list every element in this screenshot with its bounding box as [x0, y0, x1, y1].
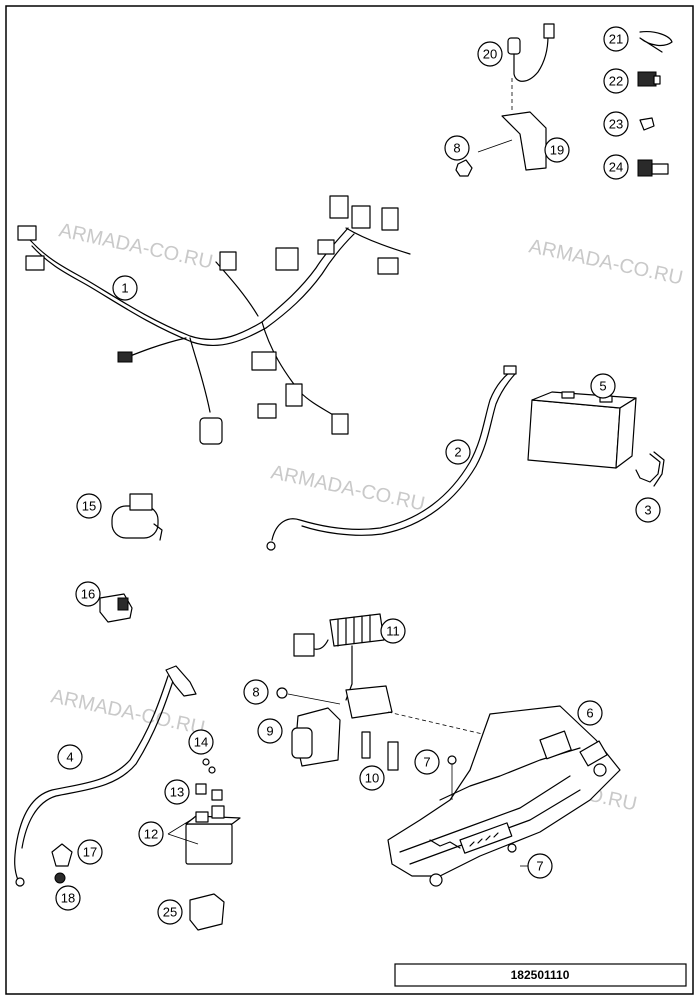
callout-label: 7 — [536, 859, 543, 874]
callout-label: 23 — [609, 117, 623, 132]
watermark-top-left: ARMADA-CO.RU — [57, 219, 215, 273]
callout-label: 20 — [483, 47, 497, 62]
cable-3-drawing — [635, 451, 665, 487]
callout-label: 17 — [83, 845, 97, 860]
callout-15: 15 — [76, 493, 102, 519]
callout-label: 11 — [386, 624, 400, 639]
callout-25: 25 — [157, 899, 183, 925]
callout-5: 5 — [590, 373, 616, 399]
wiring-harness-drawing — [17, 195, 411, 445]
callout-label: 12 — [144, 827, 158, 842]
callout-label: 16 — [81, 587, 95, 602]
callout-label: 8 — [252, 685, 259, 700]
callout-17: 17 — [77, 839, 103, 865]
callout-21: 21 — [603, 26, 629, 52]
callout-2: 2 — [445, 439, 471, 465]
callout-label: 9 — [266, 724, 273, 739]
callout-label: 1 — [121, 281, 128, 296]
callout-label: 7 — [423, 755, 430, 770]
callout-23: 23 — [603, 111, 629, 137]
callout-7b: 7 — [527, 853, 553, 879]
small-parts-17-18-drawing — [51, 843, 73, 884]
callout-label: 10 — [365, 771, 379, 786]
callout-12: 12 — [138, 821, 164, 847]
callout-label: 24 — [609, 160, 623, 175]
callout-label: 6 — [586, 706, 593, 721]
frame-tray-drawing — [387, 705, 621, 887]
connector-assembly-drawing — [455, 23, 555, 177]
callout-8a: 8 — [444, 135, 470, 161]
page-frame — [5, 5, 694, 995]
callout-label: 14 — [194, 735, 208, 750]
callout-label: 19 — [550, 143, 564, 158]
callout-1: 1 — [112, 275, 138, 301]
callout-4: 4 — [57, 744, 83, 770]
part-25-drawing — [189, 893, 225, 931]
callout-9: 9 — [257, 718, 283, 744]
small-parts-drawing — [637, 31, 673, 177]
drawing-code-box: 182501110 — [394, 963, 687, 987]
callout-label: 13 — [170, 785, 184, 800]
regulator-assembly-drawing — [276, 613, 561, 771]
callout-6: 6 — [577, 700, 603, 726]
callout-18: 18 — [55, 885, 81, 911]
callout-label: 21 — [609, 32, 623, 47]
callout-label: 22 — [609, 74, 623, 89]
callout-11: 11 — [380, 618, 406, 644]
callout-24: 24 — [603, 154, 629, 180]
callout-label: 18 — [61, 891, 75, 906]
callout-label: 3 — [644, 503, 651, 518]
part-16-drawing — [99, 593, 133, 623]
watermark-top-right: ARMADA-CO.RU — [527, 235, 685, 289]
callout-7a: 7 — [414, 749, 440, 775]
callout-label: 8 — [453, 141, 460, 156]
relays-drawing — [167, 758, 241, 865]
callout-10: 10 — [359, 765, 385, 791]
callout-label: 25 — [163, 905, 177, 920]
battery-drawing — [527, 391, 637, 469]
cable-2-drawing — [266, 365, 517, 551]
callout-8b: 8 — [243, 679, 269, 705]
watermark-middle: ARMADA-CO.RU — [269, 461, 427, 515]
callout-14: 14 — [188, 729, 214, 755]
callout-3: 3 — [635, 497, 661, 523]
callout-label: 2 — [454, 445, 461, 460]
callout-22: 22 — [603, 68, 629, 94]
callout-label: 5 — [599, 379, 606, 394]
callout-label: 15 — [82, 499, 96, 514]
cable-4-drawing — [14, 665, 197, 887]
callout-20: 20 — [477, 41, 503, 67]
sensor-15-drawing — [111, 493, 163, 541]
drawing-code: 182501110 — [511, 968, 570, 982]
callout-13: 13 — [164, 779, 190, 805]
callout-16: 16 — [75, 581, 101, 607]
callout-19: 19 — [544, 137, 570, 163]
callout-label: 4 — [66, 750, 73, 765]
